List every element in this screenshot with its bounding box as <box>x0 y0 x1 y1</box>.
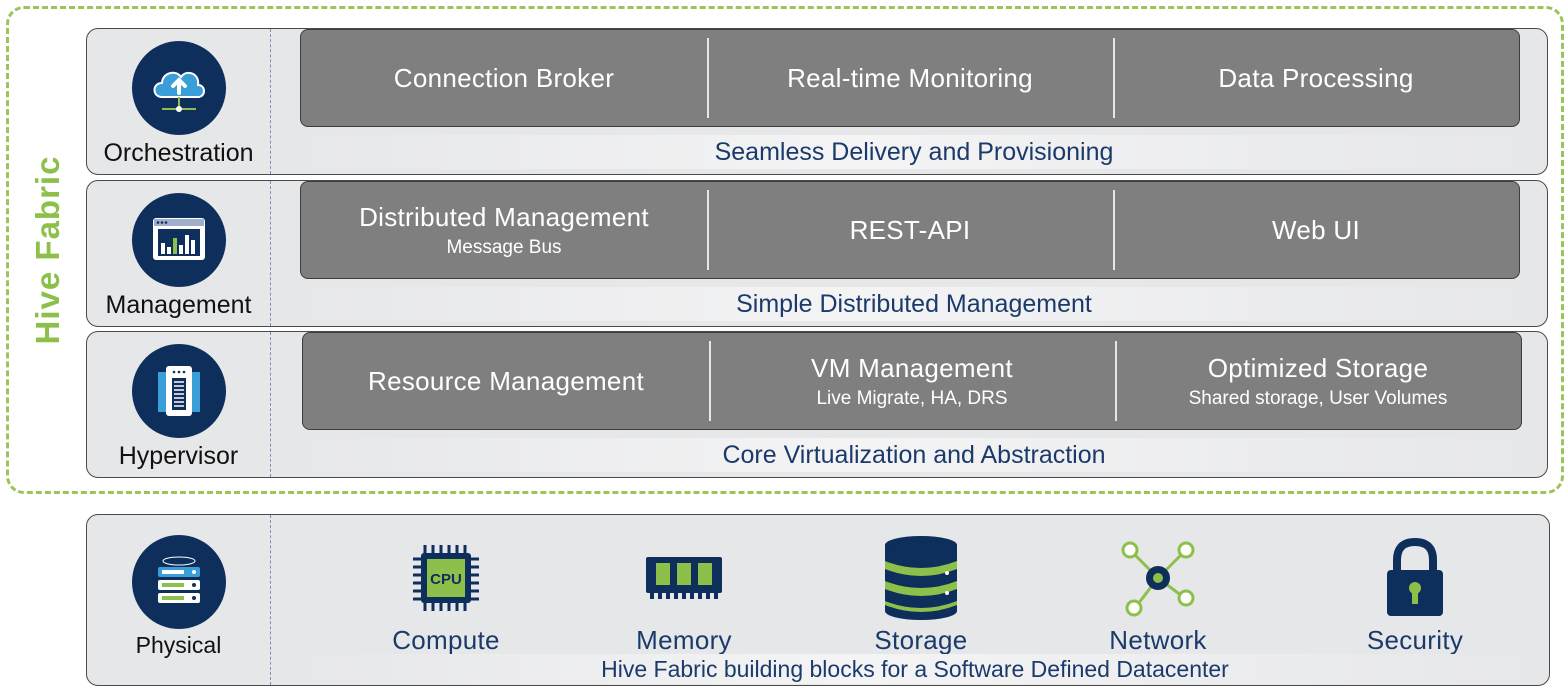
resource-security: Security <box>1330 533 1500 656</box>
module-subtitle: Live Migrate, HA, DRS <box>816 387 1008 409</box>
layer-header: Physical <box>87 515 271 685</box>
network-icon <box>1073 533 1243 623</box>
resource-label: Security <box>1366 625 1464 655</box>
module-bar: Distributed Management Message Bus REST-… <box>300 181 1520 279</box>
layer-name-hypervisor: Hypervisor <box>118 442 239 470</box>
module-subtitle: Message Bus <box>446 236 562 258</box>
module-title: VM Management <box>811 352 1013 383</box>
module-title: Distributed Management <box>359 201 649 232</box>
module-title: REST-API <box>849 214 971 245</box>
module-title: Web UI <box>1271 214 1360 245</box>
database-icon <box>836 533 1006 623</box>
caption-band: Core Virtualization and Abstraction <box>287 438 1541 472</box>
cloud-upload-icon <box>131 41 226 135</box>
module-rest-api: REST-API <box>707 182 1113 278</box>
module-connection-broker: Connection Broker <box>301 30 707 126</box>
server-rack-icon <box>131 535 226 629</box>
layer-hypervisor: Hypervisor Resource Management VM Manage… <box>86 331 1548 478</box>
resource-label: Compute <box>392 625 500 655</box>
svg-text:CPU: CPU <box>430 571 462 588</box>
module-title: Resource Management <box>368 365 644 396</box>
layer-caption: Hive Fabric building blocks for a Softwa… <box>601 655 1229 682</box>
module-bar: Resource Management VM Management Live M… <box>302 332 1522 430</box>
resource-label: Storage <box>874 625 968 655</box>
resource-network: Network <box>1073 533 1243 656</box>
module-optimized-storage: Optimized Storage Shared storage, User V… <box>1115 333 1521 429</box>
resource-memory: Memory <box>599 533 769 656</box>
layer-physical: Physical CPU Compute <box>86 514 1550 686</box>
lock-icon <box>1330 533 1500 623</box>
hive-fabric-border <box>6 6 1564 494</box>
module-title: Connection Broker <box>393 62 615 93</box>
layer-orchestration: Orchestration Connection Broker Real-tim… <box>86 28 1548 175</box>
layer-name-orchestration: Orchestration <box>103 139 254 167</box>
layer-header: Management <box>87 181 271 326</box>
caption-band: Hive Fabric building blocks for a Softwa… <box>287 654 1543 684</box>
dashboard-chart-icon <box>131 193 226 287</box>
module-distributed-management: Distributed Management Message Bus <box>301 182 707 278</box>
layer-name-management: Management <box>105 291 252 319</box>
module-bar: Connection Broker Real-time Monitoring D… <box>300 29 1520 127</box>
module-vm-management: VM Management Live Migrate, HA, DRS <box>709 333 1115 429</box>
layer-header: Hypervisor <box>87 332 271 477</box>
module-title: Data Processing <box>1218 62 1414 93</box>
module-web-ui: Web UI <box>1113 182 1519 278</box>
memory-icon <box>599 533 769 623</box>
module-real-time-monitoring: Real-time Monitoring <box>707 30 1113 126</box>
layer-caption: Simple Distributed Management <box>736 289 1092 318</box>
caption-band: Simple Distributed Management <box>287 287 1541 321</box>
server-icon <box>131 344 226 438</box>
resource-storage: Storage <box>836 533 1006 656</box>
module-resource-management: Resource Management <box>303 333 709 429</box>
caption-band: Seamless Delivery and Provisioning <box>287 135 1541 169</box>
resource-label: Network <box>1109 625 1207 655</box>
cpu-icon: CPU <box>361 533 531 623</box>
layer-header: Orchestration <box>87 29 271 174</box>
module-subtitle: Shared storage, User Volumes <box>1188 387 1448 409</box>
module-title: Real-time Monitoring <box>787 62 1033 93</box>
resource-label: Memory <box>636 625 732 655</box>
layer-caption: Seamless Delivery and Provisioning <box>714 137 1114 166</box>
module-data-processing: Data Processing <box>1113 30 1519 126</box>
module-title: Optimized Storage <box>1207 352 1429 383</box>
layer-caption: Core Virtualization and Abstraction <box>722 440 1106 469</box>
layer-management: Management Distributed Management Messag… <box>86 180 1548 327</box>
resource-compute: CPU Compute <box>361 533 531 656</box>
layer-name-physical: Physical <box>135 632 222 658</box>
hive-fabric-label: Hive Fabric <box>29 155 66 345</box>
